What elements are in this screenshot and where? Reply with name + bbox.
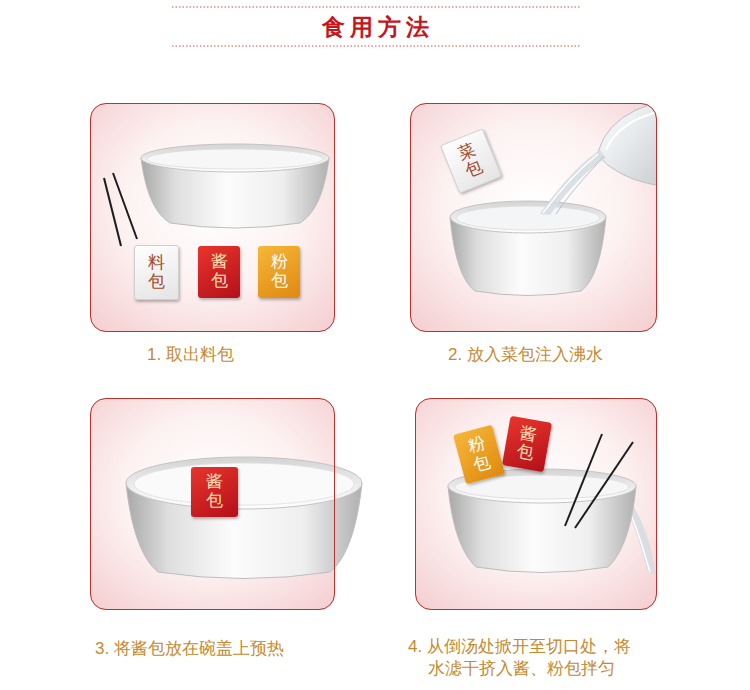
packet-label: 料包 xyxy=(148,254,165,291)
sauce-packet: 酱包 xyxy=(191,467,238,517)
title-rules xyxy=(172,7,580,46)
chopstick xyxy=(565,434,602,526)
sauce-packet: 酱包 xyxy=(502,416,552,473)
step-caption: 4. 从倒汤处掀开至切口处，将 水滤干挤入酱、粉包拌匀 xyxy=(408,636,634,680)
panel-ground xyxy=(90,103,657,610)
bowl-lid xyxy=(134,463,354,505)
panel-ground xyxy=(90,103,335,332)
chopsticks xyxy=(104,173,137,246)
page-title: 食用方法 xyxy=(317,10,434,44)
packet-label: 菜包 xyxy=(456,140,486,181)
packet-label: 酱包 xyxy=(206,473,223,510)
bowl-rim xyxy=(141,144,329,172)
dotted-rule xyxy=(172,7,580,8)
sauce-packet: 料包 xyxy=(134,245,179,300)
step-panel: 3. 将酱包放在碗盖上预热酱包 xyxy=(90,398,335,610)
step-caption: 3. 将酱包放在碗盖上预热 xyxy=(95,638,284,660)
bowl xyxy=(126,457,362,579)
step-panel: 4. 从倒汤处掀开至切口处，将 水滤干挤入酱、粉包拌匀粉包酱包 xyxy=(415,398,657,610)
packet-label: 酱包 xyxy=(515,424,538,464)
bowl-rim xyxy=(450,201,606,233)
bowl xyxy=(141,144,329,228)
water-stream xyxy=(556,156,604,214)
packet-label: 酱包 xyxy=(211,253,228,290)
water-stream xyxy=(540,150,606,215)
chopstick xyxy=(113,173,137,239)
step-panel: 1. 取出料包料包酱包粉包 xyxy=(90,103,335,332)
bowl-drain xyxy=(448,469,656,575)
water-surface xyxy=(456,206,600,230)
step-caption: 1. 取出料包 xyxy=(147,344,234,366)
packet-label: 粉包 xyxy=(466,434,492,475)
chopstick xyxy=(575,442,633,528)
water-stream xyxy=(543,154,598,213)
sauce-packet: 酱包 xyxy=(198,246,240,298)
sauce-packet: 粉包 xyxy=(258,246,300,298)
sauce-packet: 粉包 xyxy=(453,425,505,485)
packet-label: 粉包 xyxy=(271,253,288,290)
step-panel: 2. 放入菜包注入沸水菜包 xyxy=(410,103,657,332)
bowl xyxy=(450,201,606,296)
title-bar: 食用方法 xyxy=(0,10,750,44)
step-caption: 2. 放入菜包注入沸水 xyxy=(448,344,603,366)
kettle-highlight xyxy=(606,110,656,150)
bowl-inside xyxy=(147,149,323,169)
dotted-rule xyxy=(172,46,580,47)
kettle xyxy=(598,104,656,186)
chopsticks xyxy=(565,434,633,528)
kettle-pour xyxy=(540,104,656,215)
bowl-lid xyxy=(126,457,362,509)
sauce-packet: 菜包 xyxy=(440,128,502,193)
panel-ground xyxy=(415,398,657,610)
